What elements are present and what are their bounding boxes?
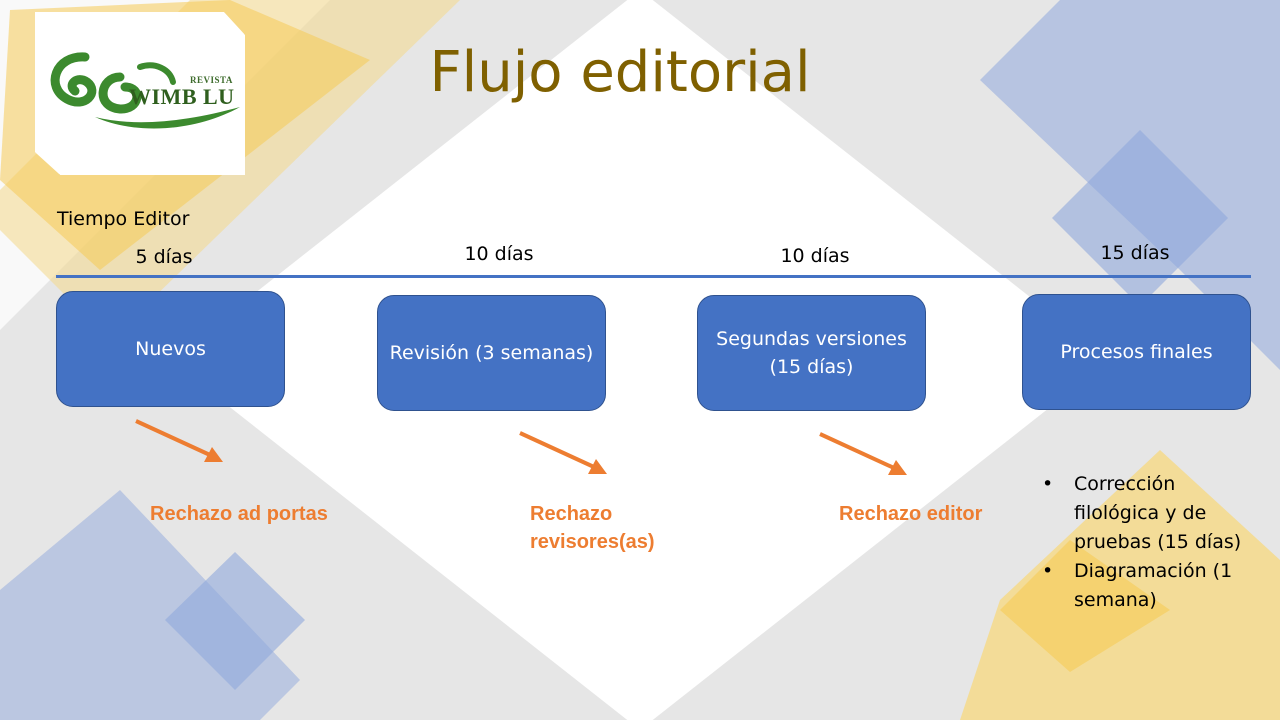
rejection-editor: Rechazo editor	[839, 503, 983, 525]
rejection-ad-portas: Rechazo ad portas	[150, 503, 328, 525]
duration-label-1: 5 días	[135, 246, 193, 268]
stage-label: Nuevos	[135, 338, 206, 360]
arrow-right-down-icon	[135, 419, 223, 462]
arrow-right-down-icon	[819, 432, 907, 475]
arrow-right-down-icon	[519, 431, 607, 474]
logo-revista-text: REVISTA	[190, 75, 233, 85]
duration-label-3: 10 días	[780, 245, 850, 267]
rejection-revisores: Rechazo revisores(as)	[530, 503, 655, 553]
stage-label: Segundas versiones (15 días)	[716, 328, 907, 378]
list-item: Diagramación (1 semana)	[1042, 557, 1252, 615]
stage-box-segundas-versiones: Segundas versiones (15 días)	[697, 295, 926, 411]
stage-box-revision: Revisión (3 semanas)	[377, 295, 606, 411]
logo-name-text: WIMB LU	[129, 84, 235, 109]
stage-box-nuevos: Nuevos	[56, 291, 285, 407]
stage-box-procesos-finales: Procesos finales	[1022, 294, 1251, 410]
logo-card: REVISTA WIMB LU	[35, 12, 245, 175]
timeline-label: Tiempo Editor	[57, 208, 190, 230]
logo-swirl-icon	[50, 52, 240, 129]
duration-label-4: 15 días	[1100, 242, 1170, 264]
page-title: Flujo editorial	[429, 40, 811, 105]
final-tasks-list: Corrección filológica y de pruebas (15 d…	[1042, 470, 1252, 615]
stage-label: Procesos finales	[1060, 341, 1213, 363]
stage-label: Revisión (3 semanas)	[389, 342, 594, 364]
duration-label-2: 10 días	[464, 243, 534, 265]
list-item: Corrección filológica y de pruebas (15 d…	[1042, 470, 1252, 557]
timeline-line	[56, 275, 1251, 278]
